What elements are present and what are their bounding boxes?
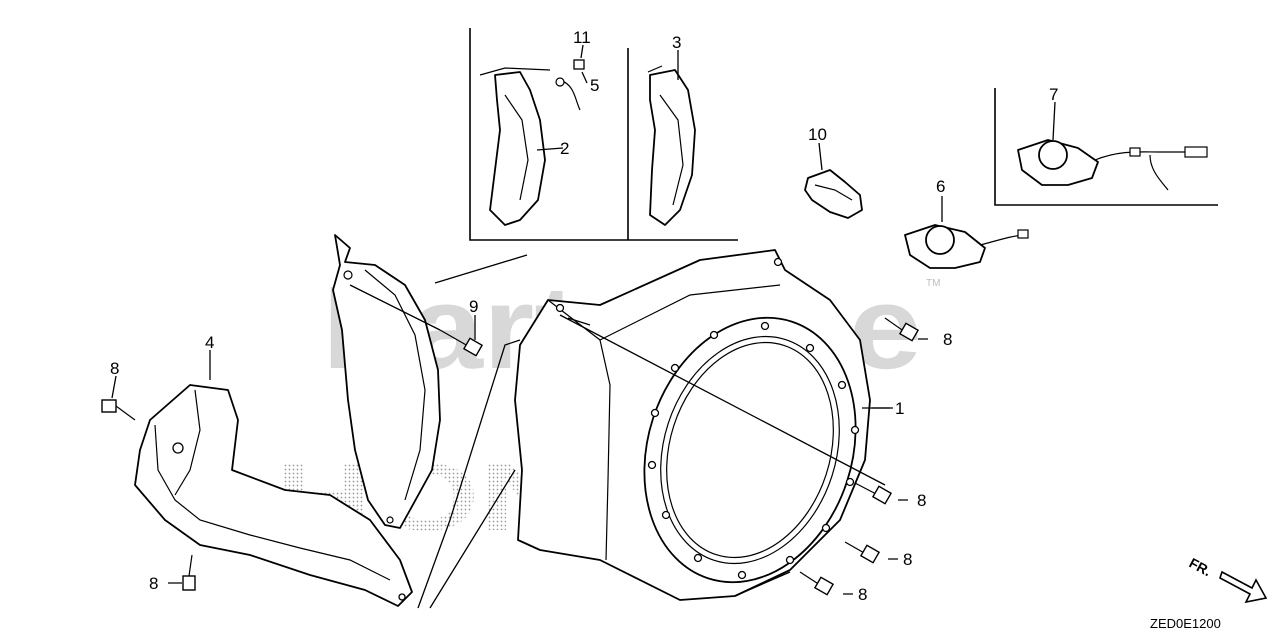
- bolt-8-top-right: [884, 317, 920, 342]
- part-clip: [804, 169, 863, 219]
- bolt-9: [439, 329, 484, 357]
- bolt-8-bottom-left: [182, 554, 196, 591]
- diagram-code: ZED0E1200: [1150, 616, 1221, 631]
- callout-8-mid-right: 8: [917, 491, 926, 510]
- bolt-8-lower-right: [844, 541, 881, 564]
- leader-lines: [349, 284, 890, 609]
- part-switch: [904, 224, 1029, 269]
- inset-box-part-7: [994, 88, 1218, 206]
- callout-11: 11: [573, 28, 591, 47]
- callout-2: 2: [560, 139, 569, 158]
- callout-8-top-right: 8: [943, 330, 952, 349]
- part-baffle-plate: [332, 234, 441, 529]
- callout-8-bottom-left: 8: [149, 574, 158, 593]
- part-2-shroud-variant: [479, 67, 581, 226]
- part-switch-harness: [1017, 139, 1208, 191]
- screw-11: [573, 59, 585, 70]
- callout-1: 1: [895, 399, 904, 418]
- callout-5: 5: [590, 76, 599, 95]
- callout-3: 3: [672, 33, 681, 52]
- inset-pointer-line: [434, 254, 528, 284]
- part-3-shroud-variant: [647, 65, 696, 226]
- callout-10: 10: [808, 125, 827, 144]
- front-arrow-icon: [1219, 570, 1268, 604]
- callout-7: 7: [1049, 85, 1058, 104]
- inset-box-parts-2-3: [469, 28, 738, 241]
- part-lower-deflector: [134, 384, 413, 607]
- callout-8-lower-right: 8: [903, 550, 912, 569]
- callout-6: 6: [936, 177, 945, 196]
- trademark-label: TM: [926, 278, 940, 289]
- front-direction-label: FR.: [1187, 555, 1214, 580]
- bolt-8-left: [101, 399, 136, 421]
- callout-8-left: 8: [110, 359, 119, 378]
- part-fan-cover: [514, 249, 871, 601]
- callout-9: 9: [469, 297, 478, 316]
- callout-leaders: [111, 44, 1056, 595]
- bolt-8-mid-right: [854, 482, 893, 505]
- callout-4: 4: [205, 333, 214, 352]
- bolt-8-bottom-right: [799, 571, 835, 596]
- callout-8-bottom-right: 8: [858, 585, 867, 604]
- front-direction-indicator: FR.: [1187, 555, 1268, 604]
